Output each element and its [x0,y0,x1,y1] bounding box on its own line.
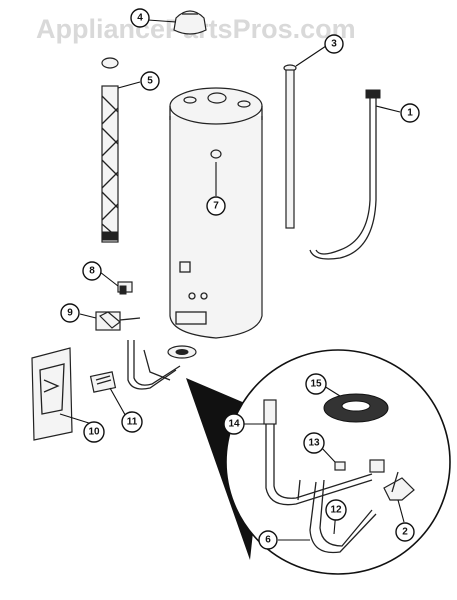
part-3-dip-tube [283,64,297,229]
part-9-gas-control [95,311,141,331]
part-13-orifice [334,461,346,471]
part-4-flue-baffle-top [173,10,207,35]
callout-13: 13 [303,432,325,454]
callout-2: 2 [395,522,415,542]
callout-3: 3 [324,34,344,54]
callout-15: 15 [305,373,327,395]
part-8-valve [117,281,133,295]
callout-11-label: 11 [127,417,138,428]
part-5-flue-baffle [101,57,119,243]
callout-9: 9 [60,303,80,323]
callout-15-label: 15 [310,379,322,390]
callout-10: 10 [83,421,105,443]
callout-9-label: 9 [67,308,73,319]
callout-6-label: 6 [265,535,271,546]
burner-assembly [127,340,197,390]
callout-4: 4 [130,8,150,28]
callout-14: 14 [223,413,245,435]
callout-6: 6 [258,530,278,550]
callout-5: 5 [140,71,160,91]
callout-1: 1 [400,103,420,123]
part-10-outer-door [31,347,73,441]
callout-8-label: 8 [89,266,95,277]
callout-1-label: 1 [407,108,413,119]
callout-3-label: 3 [331,39,337,50]
callout-8: 8 [82,261,102,281]
callout-12-label: 12 [330,505,342,516]
callout-7: 7 [206,196,226,216]
callout-14-label: 14 [228,419,240,430]
callout-4-label: 4 [137,13,143,24]
part-15-burner [323,393,389,423]
callout-11: 11 [121,411,143,433]
callout-2-label: 2 [402,527,408,538]
part-12-pilot-tube [297,479,377,554]
part-2-thermocouple-bracket [383,471,415,501]
callout-12: 12 [325,499,347,521]
water-heater-tank [169,87,263,339]
callout-7-label: 7 [213,201,219,212]
part-1-inlet-tube [309,89,381,260]
part-14-manifold-tube [263,399,385,506]
callout-10-label: 10 [88,427,100,438]
callout-13-label: 13 [308,438,320,449]
callout-5-label: 5 [147,76,153,87]
part-11-label-plate [89,371,117,393]
